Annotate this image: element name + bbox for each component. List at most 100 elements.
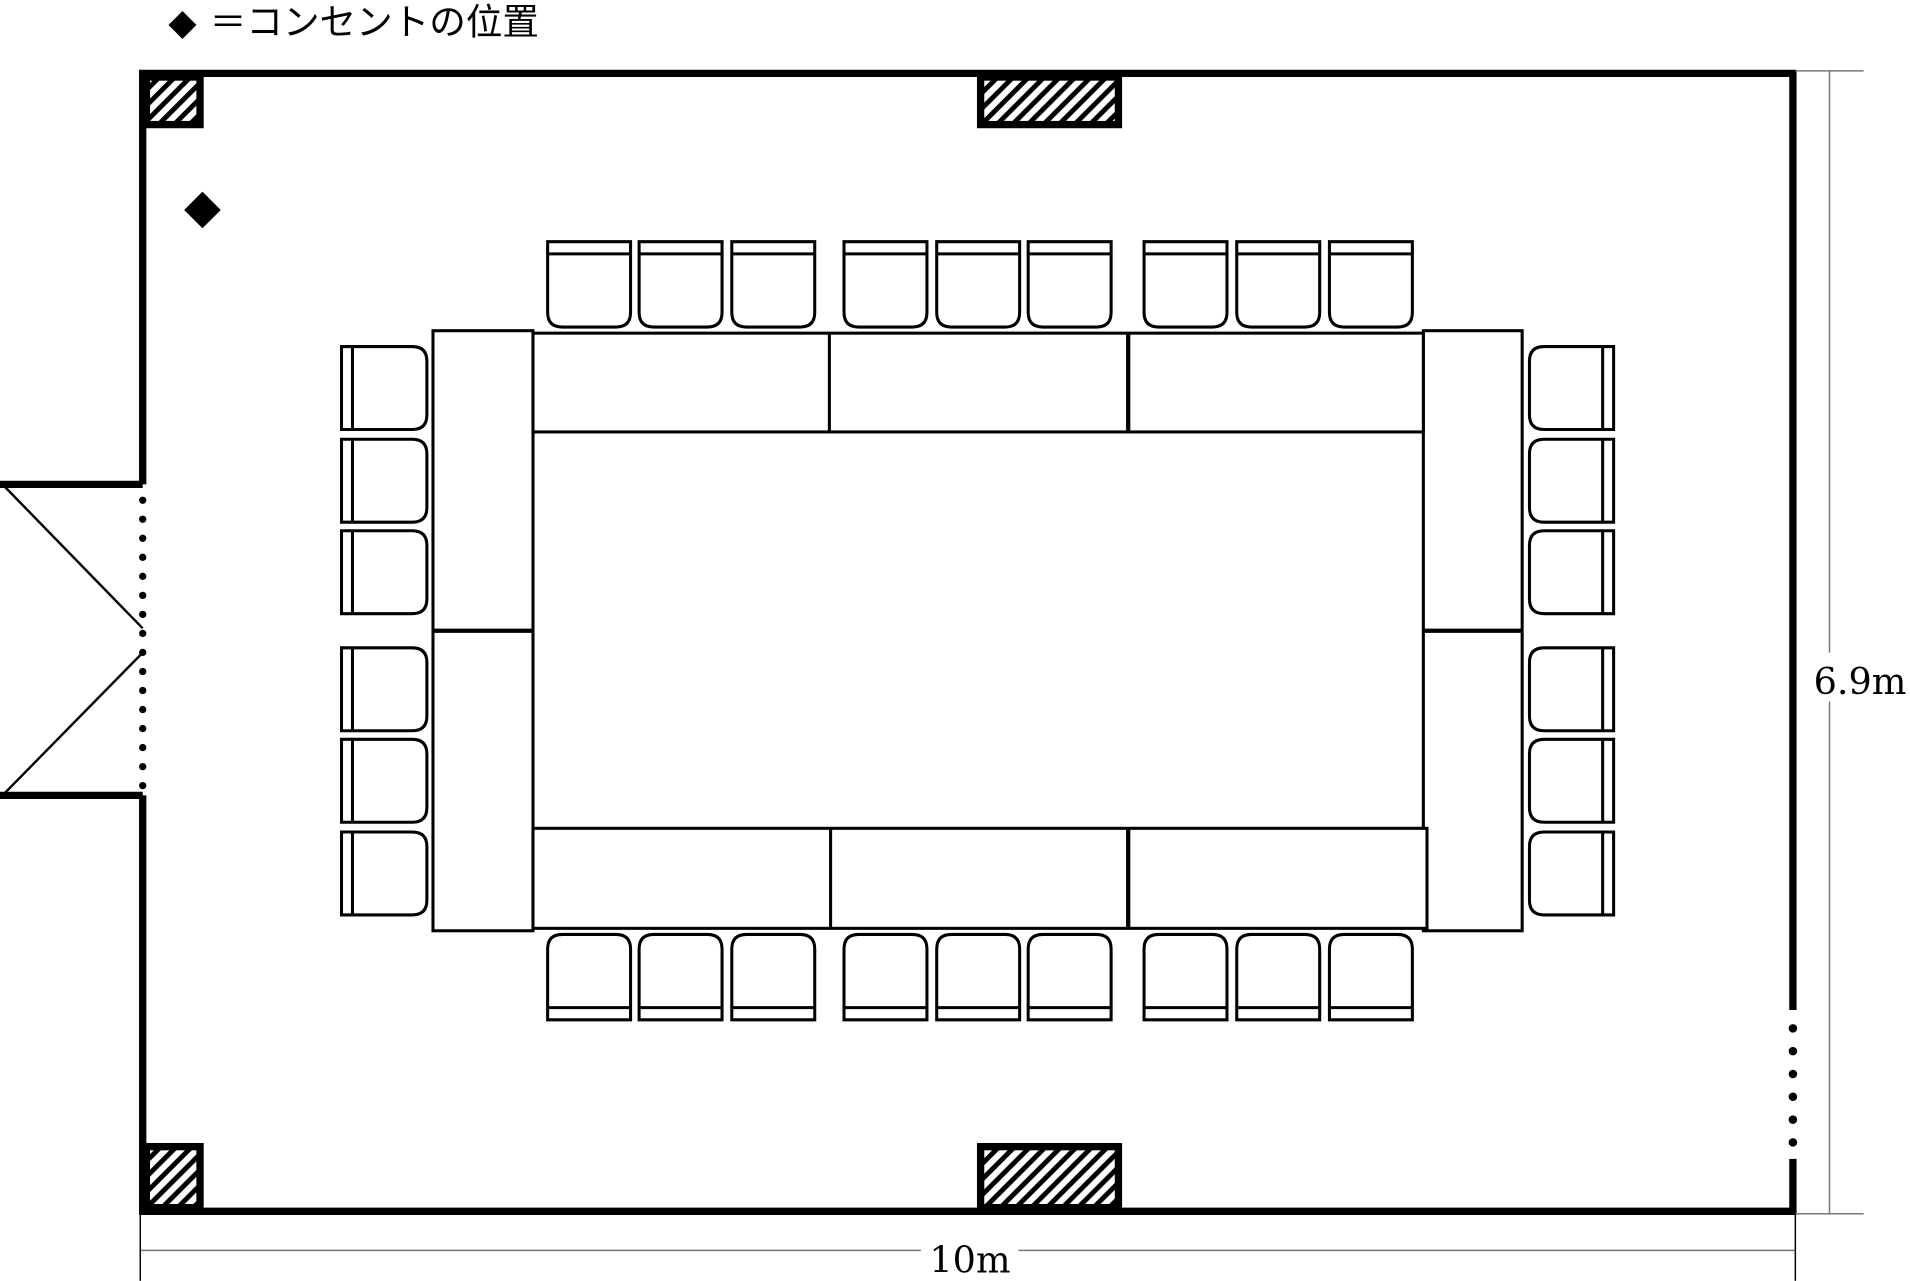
chair-seat: [842, 240, 929, 329]
door[interactable]: [2, 484, 144, 796]
chair: [637, 932, 724, 1022]
chair: [730, 240, 817, 329]
chair-seat: [339, 646, 429, 733]
opening-dot: [1788, 1069, 1798, 1079]
chair: [1235, 932, 1322, 1022]
chair-seat: [1527, 437, 1616, 524]
wall-bottom: [139, 795, 1797, 1215]
chair: [339, 646, 429, 733]
chair: [339, 737, 429, 824]
table-top-row: [531, 331, 1425, 434]
chair: [935, 240, 1022, 329]
opening-dot: [139, 743, 147, 752]
opening-dot: [139, 572, 147, 581]
chair: [935, 932, 1022, 1022]
chair: [339, 345, 429, 432]
chair: [637, 240, 724, 329]
chair-seat: [730, 240, 817, 329]
table-bottom-row: [531, 826, 1429, 930]
wall-top-left: [139, 69, 1797, 1011]
columns: [142, 73, 1123, 1212]
chair-seat: [546, 932, 633, 1022]
walls: [0, 69, 1797, 1215]
chair-seat: [1327, 240, 1414, 329]
height-label: 6.9m: [1814, 660, 1907, 703]
chair-seat: [339, 437, 429, 524]
outlet-diamond-icon: [184, 191, 221, 229]
chair-seat: [1527, 830, 1616, 917]
chair: [339, 437, 429, 524]
chair: [1527, 529, 1616, 616]
column-bottom-left: [142, 1143, 204, 1212]
door-leaf-top[interactable]: [2, 484, 144, 630]
door-leaf-bottom[interactable]: [2, 651, 144, 796]
chair: [1527, 345, 1616, 432]
chair: [546, 240, 633, 329]
chair: [730, 932, 817, 1022]
chair-seat: [1527, 345, 1616, 432]
chair: [1235, 240, 1322, 329]
opening-dot: [139, 515, 147, 523]
chair-seat: [1142, 240, 1229, 329]
chair-seat: [935, 240, 1022, 329]
opening-dot: [139, 705, 147, 714]
tables: [431, 329, 1524, 933]
chair: [1327, 240, 1414, 329]
chair: [1142, 240, 1229, 329]
chair: [842, 240, 929, 329]
chair-seat: [339, 830, 429, 917]
column-bottom-center: [976, 1143, 1123, 1212]
opening-dot: [139, 496, 147, 504]
chair-seat: [637, 932, 724, 1022]
chair: [1527, 437, 1616, 524]
chair-seat: [1026, 240, 1113, 329]
chair: [1026, 240, 1113, 329]
chair: [1527, 737, 1616, 824]
opening-dot: [139, 724, 147, 733]
chair-seat: [1235, 932, 1322, 1022]
opening-dot: [139, 762, 147, 771]
chair-seat: [339, 529, 429, 616]
opening-dot: [1788, 1024, 1798, 1033]
chair: [1527, 830, 1616, 917]
chair-seat: [1527, 737, 1616, 824]
chair-seat: [1235, 240, 1322, 329]
chair-seat: [935, 932, 1022, 1022]
opening-dot: [139, 686, 147, 695]
chair-seat: [339, 737, 429, 824]
chair-seat: [1527, 646, 1616, 733]
column-top-left: [142, 73, 204, 129]
chair: [1026, 932, 1113, 1022]
opening-dot: [139, 534, 147, 542]
opening-dot: [1788, 1046, 1798, 1056]
opening-dot: [139, 553, 147, 561]
chair: [1327, 932, 1414, 1022]
chair-seat: [1142, 932, 1229, 1022]
opening-dot: [1788, 1092, 1798, 1102]
opening-dot: [1788, 1138, 1798, 1147]
chair: [1142, 932, 1229, 1022]
chair-seat: [730, 932, 817, 1022]
opening-dot: [139, 591, 147, 600]
chairs: [339, 240, 1616, 1022]
chair: [842, 932, 929, 1022]
opening-dot: [139, 629, 147, 638]
opening-dot: [139, 781, 147, 790]
chair: [339, 529, 429, 616]
chair: [1527, 646, 1616, 733]
dotted-openings: [139, 496, 1798, 1147]
opening-dot: [139, 667, 147, 676]
chair: [339, 830, 429, 917]
opening-dot: [1788, 1115, 1798, 1124]
chair-seat: [1527, 529, 1616, 616]
legend: ◆ ＝コンセントの位置: [168, 0, 539, 43]
chair-seat: [842, 932, 929, 1022]
opening-dot: [139, 648, 147, 657]
chair-seat: [1327, 932, 1414, 1022]
chair-seat: [339, 345, 429, 432]
chair-seat: [637, 240, 724, 329]
chair-seat: [1026, 932, 1113, 1022]
column-top-center: [976, 73, 1123, 129]
opening-dot: [139, 610, 147, 619]
